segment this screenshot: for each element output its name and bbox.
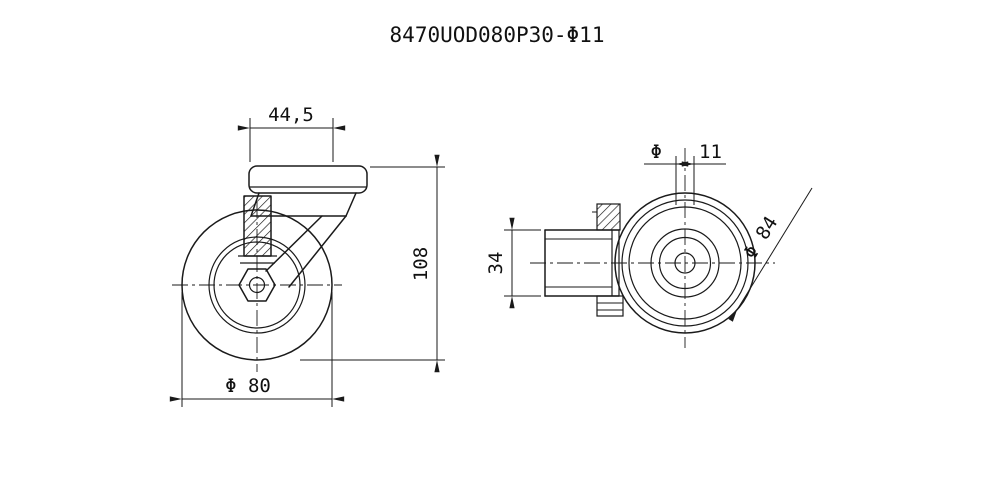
- bolt-detail-top: [592, 203, 621, 231]
- dimension-wheel-diameter: Φ 80: [169, 292, 345, 407]
- dimension-total-height: 108: [300, 154, 445, 373]
- top-view-centerlines: [530, 148, 775, 348]
- wheel-top-outline: [544, 229, 620, 297]
- fork-leg: [265, 215, 347, 288]
- wheel: [181, 209, 333, 361]
- swivel-plate: [248, 165, 368, 194]
- dim-swivel-diameter-label: Φ 84: [739, 213, 782, 263]
- dim-wheel-width-label: 34: [485, 252, 507, 275]
- dim-bolt-hole-symbol: Φ: [651, 141, 662, 163]
- dim-top-width-label: 44,5: [268, 104, 314, 126]
- dim-total-height-label: 108: [410, 247, 432, 281]
- kingbolt-section: [238, 195, 277, 264]
- dimension-swivel-diameter: Φ 84: [728, 187, 813, 322]
- axle-nut: [238, 268, 276, 302]
- top-view: Φ 11 34 Φ 84: [485, 141, 813, 348]
- swivel-housing: [614, 192, 756, 334]
- dim-bolt-hole-value: 11: [699, 141, 722, 163]
- front-view: 44,5 108 Φ 80: [169, 104, 445, 407]
- dimension-bolt-hole: Φ 11: [644, 141, 726, 205]
- dimension-top-width: 44,5: [237, 104, 346, 162]
- drawing-title: 8470UOD080P30-Φ11: [390, 23, 605, 47]
- bolt-detail-bottom: [596, 295, 624, 317]
- dim-wheel-diameter-label: Φ 80: [225, 375, 271, 397]
- dimension-wheel-width: 34: [485, 217, 541, 309]
